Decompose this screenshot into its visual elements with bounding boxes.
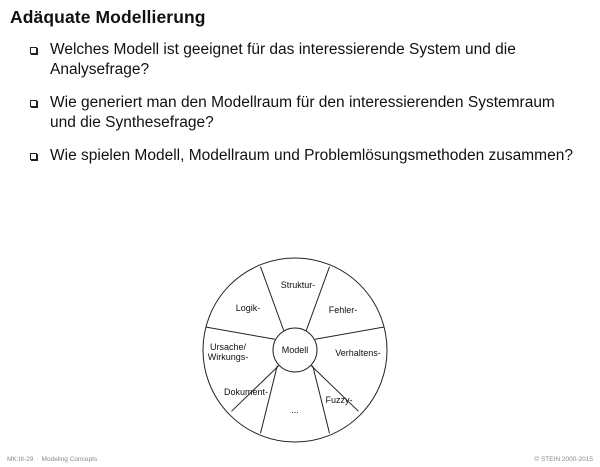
wheel-spokes — [206, 266, 384, 434]
segment-label-more: ... — [291, 405, 299, 415]
wheel-spoke — [260, 365, 278, 434]
bullet-text-line: und die Synthesefrage? — [50, 114, 214, 131]
footer-copyright: © STEIN 2000-2015 — [534, 456, 593, 463]
footer-course-title: Modeling Concepts — [41, 456, 98, 463]
bullet-text-line: Welches Modell ist geeignet für das inte… — [50, 41, 516, 58]
bullet-text-line: Analysefrage? — [50, 61, 150, 78]
footer-separator: · — [36, 456, 39, 463]
model-types-wheel: Modell Struktur- Fehler- Verhaltens- Fuz… — [202, 257, 388, 443]
center-circle — [272, 327, 318, 373]
slide-title: Adäquate Modellierung — [10, 7, 206, 27]
wheel-spoke — [315, 326, 384, 340]
wheel-spoke — [309, 363, 359, 412]
square-bullet-icon — [30, 153, 37, 160]
segment-label-dokument: Dokument- — [224, 387, 268, 397]
footer-left: MK:III-29·Modeling Concepts — [7, 456, 97, 463]
wheel-spoke — [305, 266, 330, 332]
bullet-item: Wie spielen Modell, Modellraum und Probl… — [30, 146, 595, 166]
bullet-text-line: Wie generiert man den Modellraum für den… — [50, 94, 555, 111]
wheel-spoke — [312, 365, 330, 434]
square-bullet-icon — [30, 100, 37, 107]
segment-label-wirkungs: Wirkungs- — [208, 352, 249, 362]
segment-label-fuzzy: Fuzzy- — [326, 395, 353, 405]
segment-label-ursache: Ursache/ — [210, 342, 247, 352]
wheel-spoke — [231, 363, 281, 412]
wheel-spoke — [260, 266, 285, 332]
segment-label-struktur: Struktur- — [281, 280, 316, 290]
bullet-list: Welches Modell ist geeignet für das inte… — [30, 40, 595, 179]
segment-label-logik: Logik- — [236, 303, 261, 313]
square-bullet-icon — [30, 47, 37, 54]
bullet-item: Wie generiert man den Modellraum für den… — [30, 93, 595, 133]
segment-label-verhaltens: Verhaltens- — [335, 348, 381, 358]
bullet-text-line: Wie spielen Modell, Modellraum und Probl… — [50, 147, 573, 164]
segment-label-fehler: Fehler- — [329, 305, 358, 315]
bullet-item: Welches Modell ist geeignet für das inte… — [30, 40, 595, 80]
wheel-spoke — [206, 326, 275, 340]
footer-slide-code: MK:III-29 — [7, 456, 34, 463]
center-label: Modell — [282, 345, 309, 355]
